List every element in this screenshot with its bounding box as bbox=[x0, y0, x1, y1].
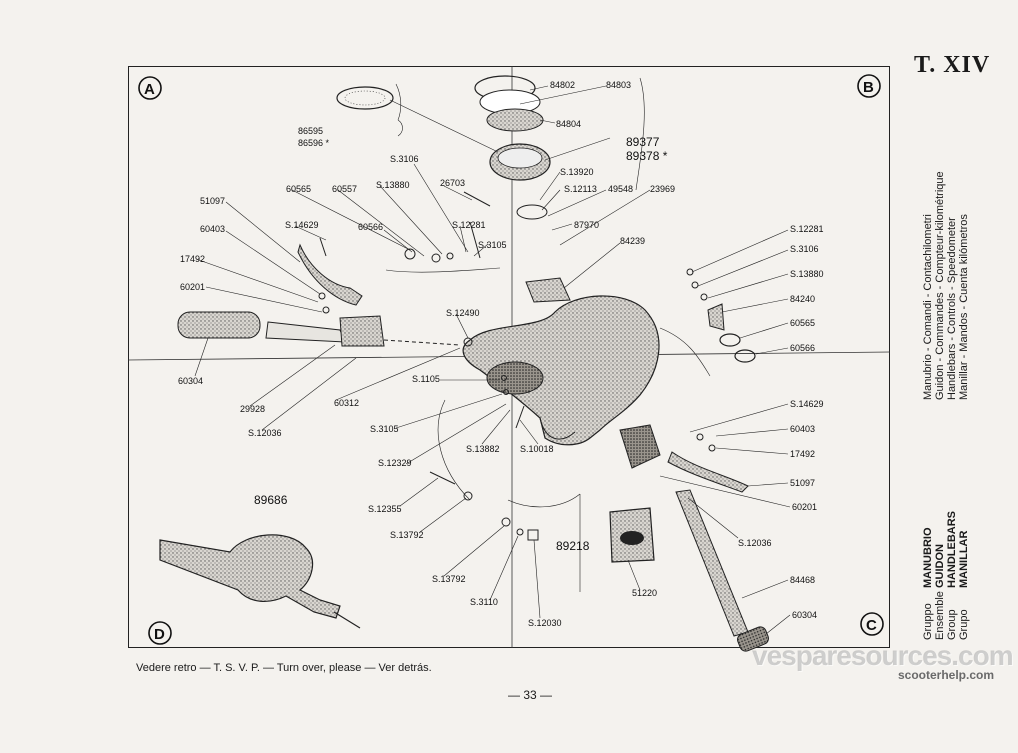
label-60566-right: 60566 bbox=[790, 343, 815, 353]
group-name-fr: GUIDON bbox=[934, 544, 946, 588]
section-letter-b: B bbox=[863, 79, 874, 96]
label-s10018: S.10018 bbox=[520, 444, 554, 454]
label-s12281-right: S.12281 bbox=[790, 224, 824, 234]
small-bracket-illustration bbox=[525, 277, 571, 303]
label-s13792-b: S.13792 bbox=[432, 574, 466, 584]
complete-handlebar-illustration bbox=[159, 534, 361, 629]
label-s3105-left: S.3105 bbox=[478, 240, 507, 250]
label-51097-left: 51097 bbox=[200, 196, 225, 206]
label-s12281-left: S.12281 bbox=[452, 220, 486, 230]
label-84803: 84803 bbox=[606, 80, 631, 90]
label-86596: 86596 * bbox=[298, 138, 330, 148]
handlebar-body-illustration bbox=[462, 295, 660, 446]
label-s12036-left: S.12036 bbox=[248, 428, 282, 438]
section-marker-c: C bbox=[860, 612, 884, 636]
prefix-fr: Ensemble bbox=[934, 591, 946, 640]
vertical-group-prefix: Gruppo Ensemble Group Grupo bbox=[922, 591, 970, 640]
label-60304-right: 60304 bbox=[792, 610, 817, 620]
label-60565-right: 60565 bbox=[790, 318, 815, 328]
right-bracket-illustration bbox=[707, 303, 756, 363]
label-84468: 84468 bbox=[790, 575, 815, 585]
label-60566-left: 60566 bbox=[358, 222, 383, 232]
turn-over-note: Vedere retro — T. S. V. P. — Turn over, … bbox=[136, 662, 432, 674]
label-84239: 84239 bbox=[620, 236, 645, 246]
label-60312: 60312 bbox=[334, 398, 359, 408]
left-lever-assembly-illustration bbox=[177, 243, 461, 347]
label-86595: 86595 bbox=[298, 126, 323, 136]
label-s13792-a: S.13792 bbox=[390, 530, 424, 540]
caption-line-fr: Guidon - Commandes - Compteur-kilométriq… bbox=[934, 171, 946, 400]
plate-title: T. XIV bbox=[914, 52, 991, 78]
prefix-es: Grupo bbox=[958, 609, 970, 640]
label-s12113: S.12113 bbox=[564, 184, 597, 194]
label-89378: 89378 * bbox=[626, 149, 668, 163]
watermark-logo: vesparesources.com bbox=[752, 640, 1014, 671]
label-60201-right: 60201 bbox=[792, 502, 817, 512]
label-84802: 84802 bbox=[550, 80, 575, 90]
page-number: — 33 — bbox=[508, 688, 553, 702]
vertical-group-names: MANUBRIO GUIDON HANDLEBARS MANILLAR bbox=[922, 511, 970, 588]
label-60403-left: 60403 bbox=[200, 224, 225, 234]
prefix-en: Group bbox=[946, 609, 958, 640]
label-s1105: S.1105 bbox=[412, 374, 440, 384]
watermark-sub: scooterhelp.com bbox=[898, 668, 995, 682]
label-17492-right: 17492 bbox=[790, 449, 815, 459]
label-87970: 87970 bbox=[574, 220, 599, 230]
group-name-it: MANUBRIO bbox=[922, 527, 934, 589]
section-marker-d: D bbox=[148, 621, 172, 645]
label-60403-right: 60403 bbox=[790, 424, 815, 434]
label-s14629-left: S.14629 bbox=[285, 220, 319, 230]
right-lever-assembly-illustration bbox=[609, 424, 769, 652]
label-s12030: S.12030 bbox=[528, 618, 562, 628]
vertical-caption-group: Manubrio - Comandi - Contachilometri Gui… bbox=[922, 171, 970, 400]
group-name-en: HANDLEBARS bbox=[946, 511, 958, 588]
caption-line-it: Manubrio - Comandi - Contachilometri bbox=[922, 214, 934, 400]
label-s13882: S.13882 bbox=[466, 444, 500, 454]
label-s3105-mid: S.3105 bbox=[370, 424, 399, 434]
label-89218: 89218 bbox=[556, 539, 590, 553]
part-labels: 86595 86596 * 84802 84803 84804 89377 89… bbox=[178, 80, 824, 628]
label-s12329: S.12329 bbox=[378, 458, 412, 468]
diagram-frame bbox=[128, 66, 890, 648]
label-s13880-left: S.13880 bbox=[376, 180, 410, 190]
section-marker-b: B bbox=[857, 74, 881, 98]
leader-lines bbox=[194, 77, 791, 635]
section-letter-d: D bbox=[154, 626, 165, 643]
label-84240: 84240 bbox=[790, 294, 815, 304]
label-s12490: S.12490 bbox=[446, 308, 480, 318]
label-84804: 84804 bbox=[556, 119, 581, 129]
label-17492-left: 17492 bbox=[180, 254, 205, 264]
label-s13880-right: S.13880 bbox=[790, 269, 824, 279]
section-marker-a: A bbox=[138, 76, 162, 100]
label-23969: 23969 bbox=[650, 184, 675, 194]
caption-line-en: Handlebars - Controls - Speedometer bbox=[946, 217, 958, 400]
prefix-it: Gruppo bbox=[922, 603, 934, 640]
label-60304-left: 60304 bbox=[178, 376, 203, 386]
caption-line-es: Manillar - Mandos - Cuenta kilómetros bbox=[958, 214, 970, 400]
label-60557: 60557 bbox=[332, 184, 357, 194]
label-s12036-right: S.12036 bbox=[738, 538, 772, 548]
label-s13920: S.13920 bbox=[560, 167, 594, 177]
section-letter-a: A bbox=[144, 81, 155, 98]
label-89686: 89686 bbox=[254, 493, 288, 507]
label-s3106-right: S.3106 bbox=[790, 244, 819, 254]
label-60201-left: 60201 bbox=[180, 282, 205, 292]
label-29928: 29928 bbox=[240, 404, 265, 414]
speedometer-illustration bbox=[336, 75, 551, 220]
label-s12355: S.12355 bbox=[368, 504, 402, 514]
label-60565-left: 60565 bbox=[286, 184, 311, 194]
label-51220: 51220 bbox=[632, 588, 657, 598]
label-s14629-right: S.14629 bbox=[790, 399, 824, 409]
section-letter-c: C bbox=[866, 617, 877, 634]
label-49548: 49548 bbox=[608, 184, 633, 194]
group-name-es: MANILLAR bbox=[958, 530, 970, 588]
label-s3110: S.3110 bbox=[470, 597, 498, 607]
label-51097-right: 51097 bbox=[790, 478, 815, 488]
label-26703: 26703 bbox=[440, 178, 465, 188]
label-s3106-top: S.3106 bbox=[390, 154, 419, 164]
label-89377: 89377 bbox=[626, 135, 660, 149]
